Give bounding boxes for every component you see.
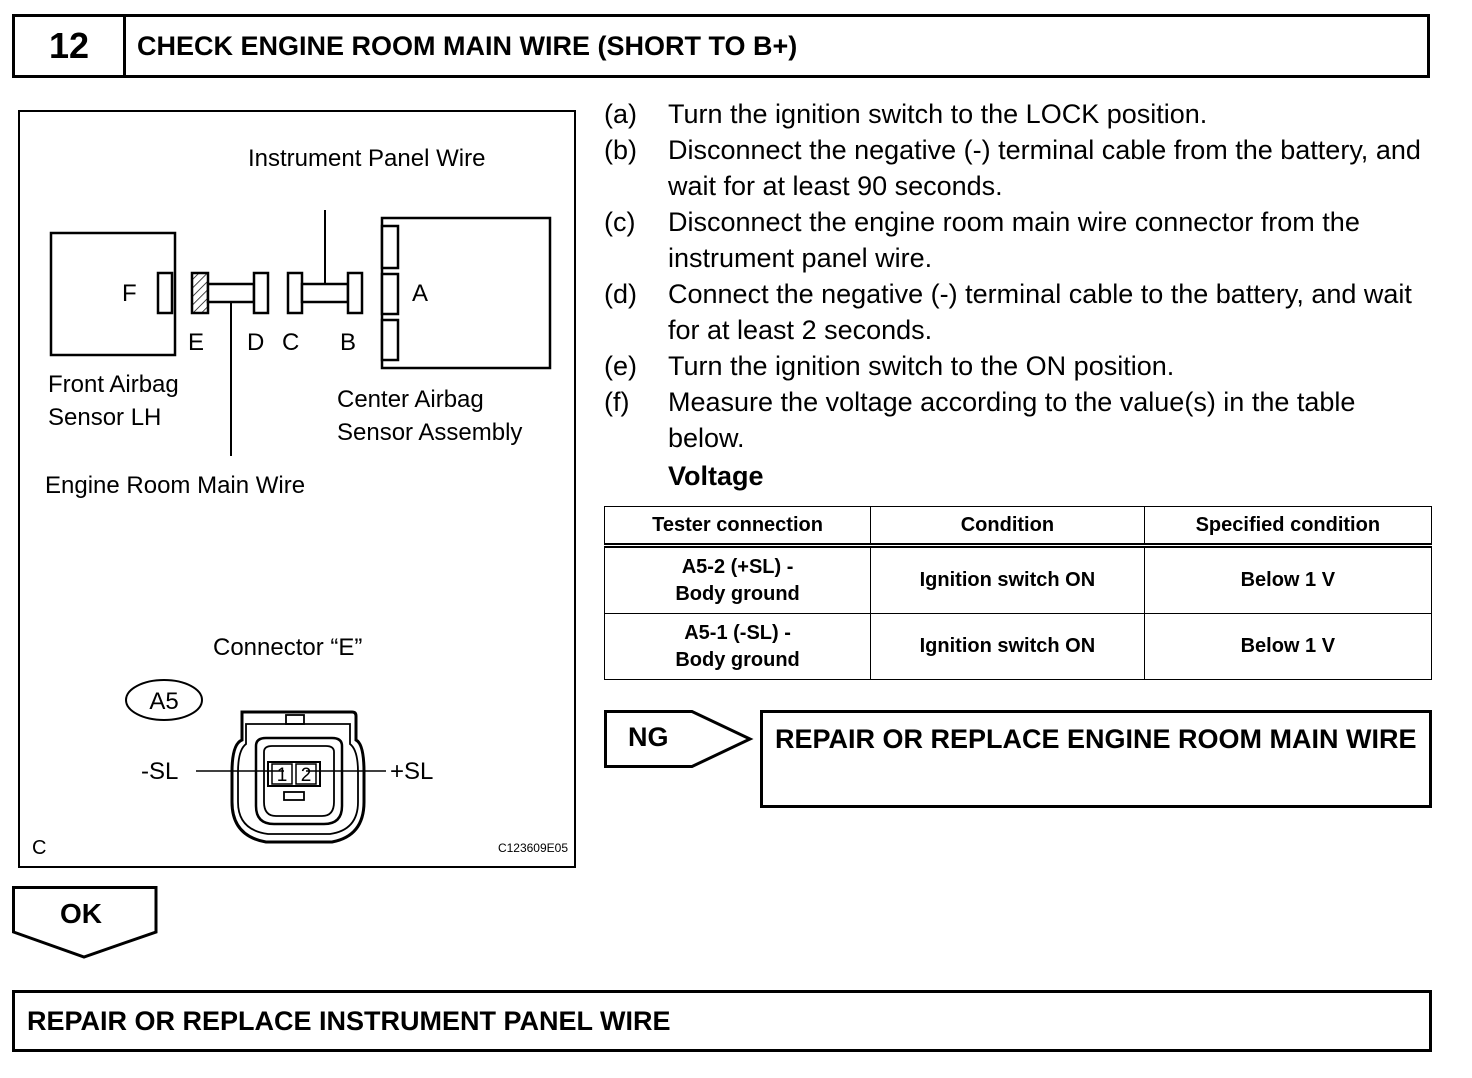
instruction-text: Measure the voltage according to the val…: [668, 387, 1356, 453]
tester-connection-line-1: A5-2 (+SL) -: [681, 555, 794, 578]
instruction-text: Turn the ignition switch to the LOCK pos…: [668, 99, 1208, 129]
instruction-label: (a): [604, 99, 637, 129]
center-connector-top: [380, 224, 400, 270]
instruction-label: (c): [604, 207, 636, 237]
instruction-text: Disconnect the engine room main wire con…: [668, 207, 1360, 273]
tester-connection-cell: A5-2 (+SL) - Body ground: [603, 545, 872, 614]
table-row: A5-2 (+SL) - Body ground Ignition switch…: [603, 545, 1433, 614]
letter-a: A: [412, 280, 428, 307]
column-header: Condition: [870, 506, 1145, 548]
connector-code-oval: [125, 679, 203, 721]
instruction-label: (f): [604, 387, 630, 417]
instruction-list: (a) Turn the ignition switch to the LOCK …: [604, 96, 1434, 456]
pin-1-label: 1: [277, 765, 288, 786]
instruction-item: (a) Turn the ignition switch to the LOCK …: [604, 96, 1434, 132]
engine-room-main-wire-label: Engine Room Main Wire: [45, 472, 305, 499]
connector-b: [346, 271, 364, 315]
instruction-item: (b) Disconnect the negative (-) terminal …: [604, 132, 1434, 204]
letter-c: C: [282, 329, 299, 356]
instruction-label: (d): [604, 279, 637, 309]
table-header-row: Tester connection Condition Specified co…: [603, 506, 1433, 548]
instruction-text: Disconnect the negative (-) terminal cab…: [668, 135, 1421, 201]
connector-d: [252, 271, 270, 315]
letter-e: E: [188, 329, 204, 356]
corner-letter: C: [32, 837, 46, 859]
instruction-text: Turn the ignition switch to the ON posit…: [668, 351, 1175, 381]
instrument-panel-harness: [300, 282, 350, 304]
plus-sl-label: +SL: [390, 758, 433, 785]
tester-connection-cell: A5-1 (-SL) - Body ground: [603, 613, 872, 680]
instruction-item: (f) Measure the voltage according to the …: [604, 384, 1434, 456]
ok-label: OK: [60, 898, 102, 929]
ng-arrow-icon: [604, 710, 754, 768]
step-number: 12: [15, 17, 126, 75]
letter-b: B: [340, 329, 356, 356]
table-row: A5-1 (-SL) - Body ground Ignition switch…: [603, 613, 1433, 680]
center-connector-bottom: [380, 318, 400, 362]
ok-action-box: REPAIR OR REPLACE INSTRUMENT PANEL WIRE: [12, 990, 1432, 1052]
wiring-diagram: F A E D C B Instrument Panel Wire Front …: [18, 110, 576, 868]
front-airbag-label-2: Sensor LH: [48, 404, 161, 431]
condition-cell: Ignition switch ON: [870, 613, 1145, 680]
instrument-panel-wire-label: Instrument Panel Wire: [248, 145, 485, 172]
specified-condition-cell: Below 1 V: [1143, 545, 1433, 614]
wiring-diagram-svg: F A E D C B Instrument Panel Wire Front …: [32, 145, 568, 859]
center-airbag-sensor-box: [380, 216, 552, 370]
instruction-label: (b): [604, 135, 637, 165]
tester-connection-line-1: A5-1 (-SL) -: [684, 621, 791, 644]
connector-e-face: [230, 710, 366, 844]
ng-label: NG: [628, 722, 669, 752]
connector-e-title: Connector “E”: [213, 634, 362, 661]
center-airbag-label-1: Center Airbag: [337, 386, 484, 413]
connector-a: [380, 272, 400, 316]
figure-id: C123609E05: [498, 841, 568, 855]
column-header: Specified condition: [1143, 506, 1433, 548]
connector-e: [190, 271, 210, 315]
connector-code: A5: [149, 688, 178, 715]
tester-connection-line-2: Body ground: [675, 582, 800, 605]
condition-cell: Ignition switch ON: [870, 545, 1145, 614]
letter-d: D: [247, 329, 264, 356]
specified-condition-cell: Below 1 V: [1143, 613, 1433, 680]
front-airbag-sensor-box: [49, 231, 177, 357]
spec-label: Voltage: [668, 461, 764, 491]
pin-2-label: 2: [301, 765, 312, 786]
center-airbag-label-2: Sensor Assembly: [337, 419, 522, 446]
voltage-table: Tester connection Condition Specified co…: [603, 506, 1433, 680]
connector-c: [286, 271, 304, 315]
ng-action-box: REPAIR OR REPLACE ENGINE ROOM MAIN WIRE: [760, 710, 1432, 808]
instruction-text: Connect the negative (-) terminal cable …: [668, 279, 1412, 345]
instruction-item: (d) Connect the negative (-) terminal cab…: [604, 276, 1434, 348]
step-title: CHECK ENGINE ROOM MAIN WIRE (SHORT TO B+…: [137, 30, 798, 61]
column-header: Tester connection: [603, 506, 872, 548]
connector-f: [156, 271, 174, 315]
front-airbag-label-1: Front Airbag: [48, 371, 179, 398]
instruction-label: (e): [604, 351, 637, 381]
minus-sl-label: -SL: [141, 758, 178, 785]
engine-room-harness: [206, 282, 256, 304]
step-header: 12 CHECK ENGINE ROOM MAIN WIRE (SHORT TO…: [12, 14, 1430, 78]
tester-connection-line-2: Body ground: [675, 648, 800, 671]
ok-arrow-icon: [12, 886, 158, 959]
instruction-item: (e) Turn the ignition switch to the ON po…: [604, 348, 1434, 384]
letter-f: F: [122, 280, 137, 307]
instruction-item: (c) Disconnect the engine room main wire …: [604, 204, 1434, 276]
